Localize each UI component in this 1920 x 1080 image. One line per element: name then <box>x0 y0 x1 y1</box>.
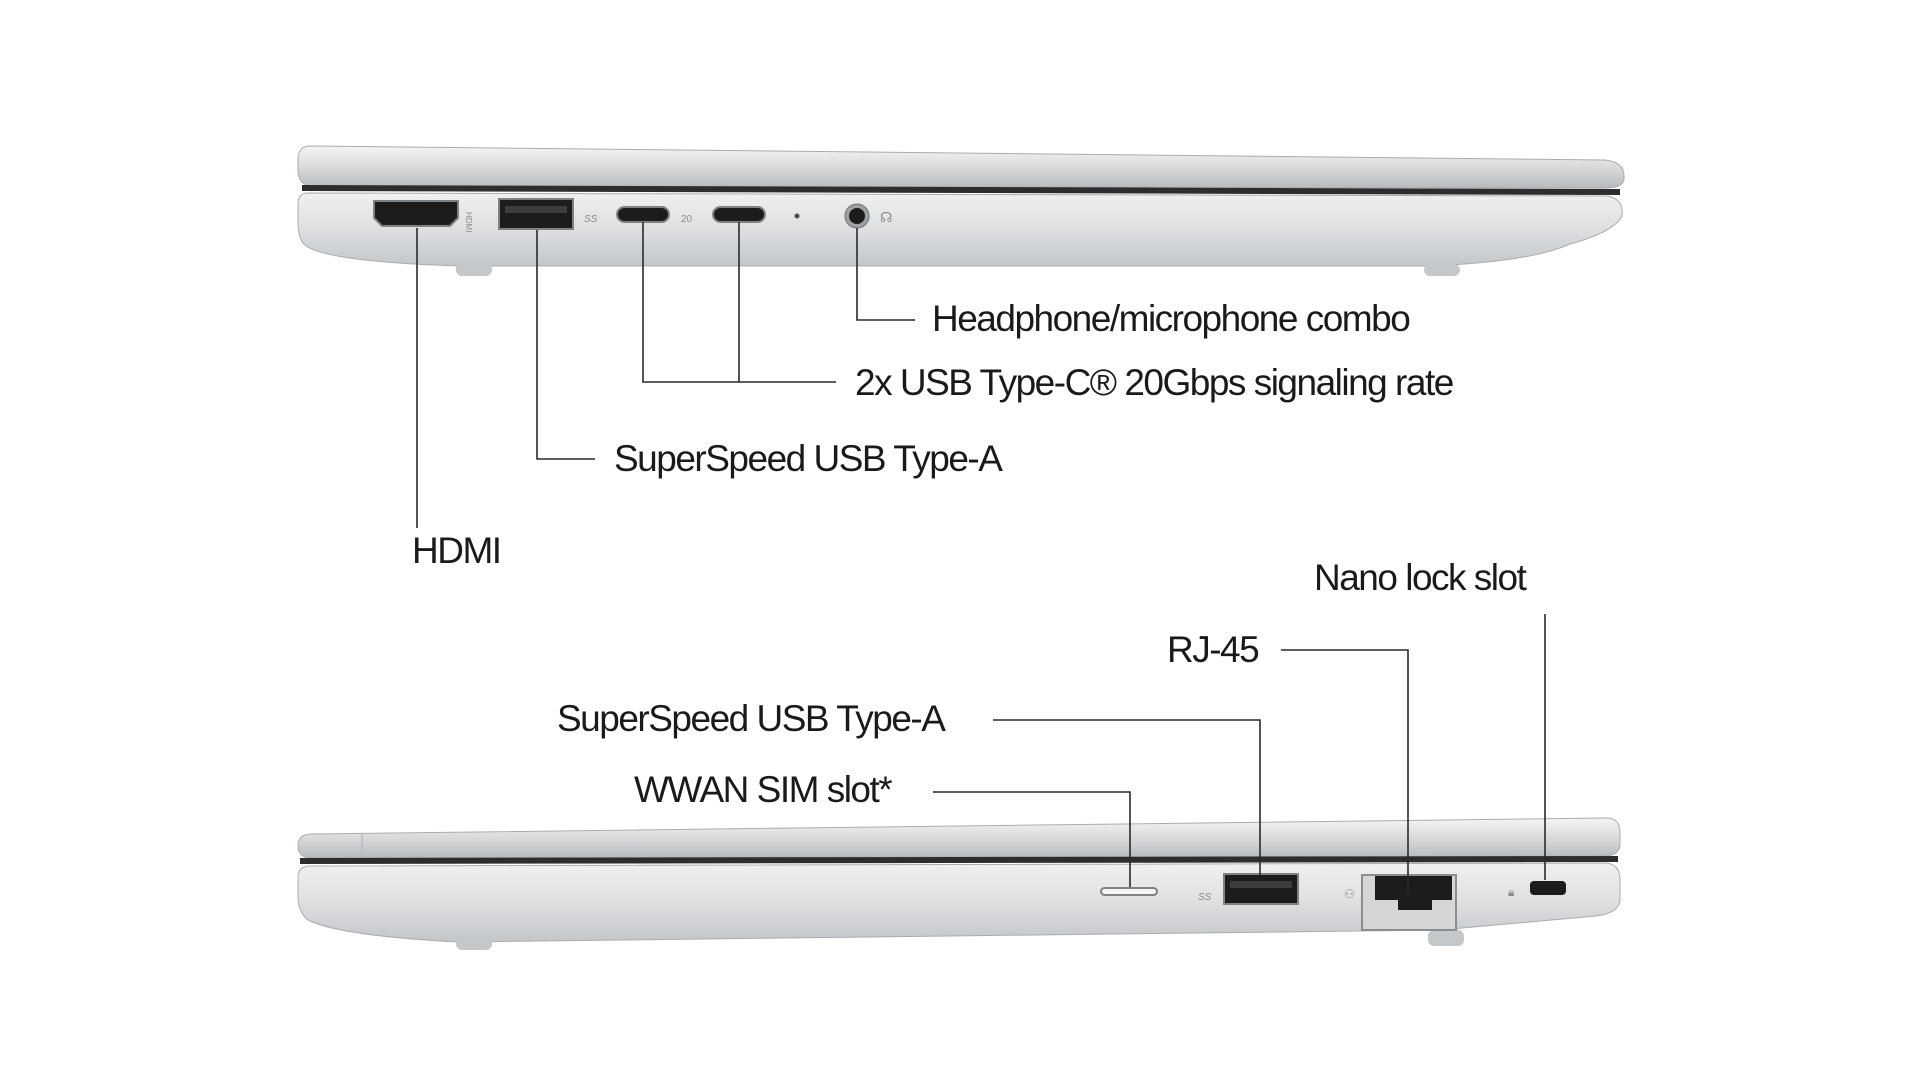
lock-icon: 🔒︎ <box>1508 885 1514 899</box>
laptop-seam <box>299 856 1619 864</box>
laptop-foot <box>456 262 492 276</box>
usb-a-port-tongue <box>505 206 567 213</box>
leader-usb-a-right <box>993 719 1261 875</box>
laptop-lid <box>297 817 1621 859</box>
label-usb-a-left: SuperSpeed USB Type-A <box>614 438 1003 479</box>
nano-lock-slot <box>1530 881 1566 895</box>
label-wwan-sim: WWAN SIM slot* <box>634 769 892 810</box>
laptop-foot <box>1424 264 1460 276</box>
laptop-left-side: HDMI SS 20 ☊ <box>297 145 1625 276</box>
leader-lines-bottom <box>933 614 1546 894</box>
laptop-seam <box>301 185 1621 195</box>
headset-icon: ☊ <box>880 210 892 226</box>
label-usb-c: 2x USB Type-C® 20Gbps signaling rate <box>855 362 1453 403</box>
usb-a-port-tongue <box>1230 881 1292 888</box>
leader-usb-a-left <box>536 230 595 460</box>
headphone-jack-hole <box>849 208 865 224</box>
leader-rj45 <box>1281 649 1409 894</box>
leader-wwan-sim <box>933 791 1131 887</box>
hdmi-port-icon: HDMI <box>464 212 473 232</box>
label-usb-a-right: SuperSpeed USB Type-A <box>557 698 946 739</box>
label-nano-lock: Nano lock slot <box>1314 557 1528 598</box>
usb-a-port <box>498 198 574 230</box>
usb-c-speed-icon: 20 <box>681 214 693 225</box>
leader-lines-top <box>416 222 915 528</box>
label-rj45: RJ-45 <box>1167 629 1259 670</box>
status-led <box>794 213 800 219</box>
superspeed-icon: SS <box>584 214 598 225</box>
laptop-foot <box>1428 930 1464 946</box>
hdmi-port <box>373 200 459 227</box>
laptop-lid <box>297 145 1625 189</box>
label-headphone: Headphone/microphone combo <box>932 298 1410 339</box>
usb-c-port <box>712 206 766 223</box>
leader-headphone <box>856 228 915 321</box>
laptop-foot <box>456 936 492 950</box>
superspeed-icon: SS <box>1198 892 1212 903</box>
label-hdmi: HDMI <box>412 530 501 571</box>
usb-c-port <box>616 206 670 223</box>
leader-usb-c <box>642 222 836 383</box>
network-icon: ⚇ <box>1344 887 1355 901</box>
wwan-sim-slot <box>1100 887 1158 896</box>
rj45-port <box>1375 876 1452 910</box>
laptop-base <box>297 192 1623 267</box>
usb-a-port <box>1223 873 1299 905</box>
laptop-right-side: SS ⚇ 🔒︎ <box>297 817 1621 950</box>
